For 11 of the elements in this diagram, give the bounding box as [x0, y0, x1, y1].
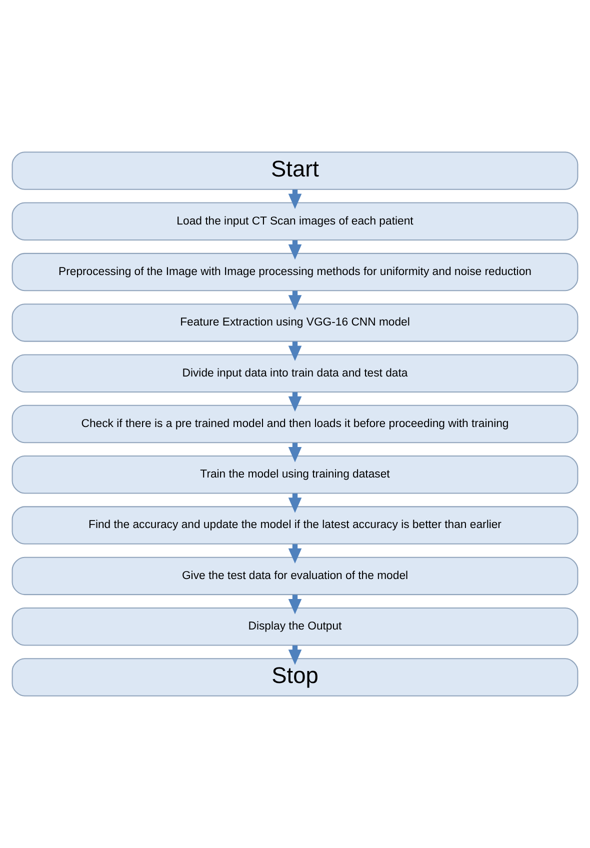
node-box: Display the Output	[12, 607, 578, 646]
node-box: Preprocessing of the Image with Image processing methods for uniformity and noise reduction	[12, 252, 578, 292]
node-box: Start	[12, 152, 578, 190]
node-box: Find the accuracy and update the model if the latest accuracy is better than earlier	[12, 506, 578, 544]
node-box: Feature Extraction using VGG-16 CNN model	[12, 304, 578, 342]
node-box: Give the test data for evaluation of the model	[12, 556, 578, 596]
node-box: Train the model using training dataset	[12, 456, 578, 494]
node-box: Stop	[12, 658, 578, 696]
node-box: Divide input data into train data and test data	[12, 354, 578, 392]
node-box: Load the input CT Scan images of each patient	[12, 202, 578, 241]
node-box: Check if there is a pre trained model and then loads it before proceeding with training	[12, 404, 578, 444]
